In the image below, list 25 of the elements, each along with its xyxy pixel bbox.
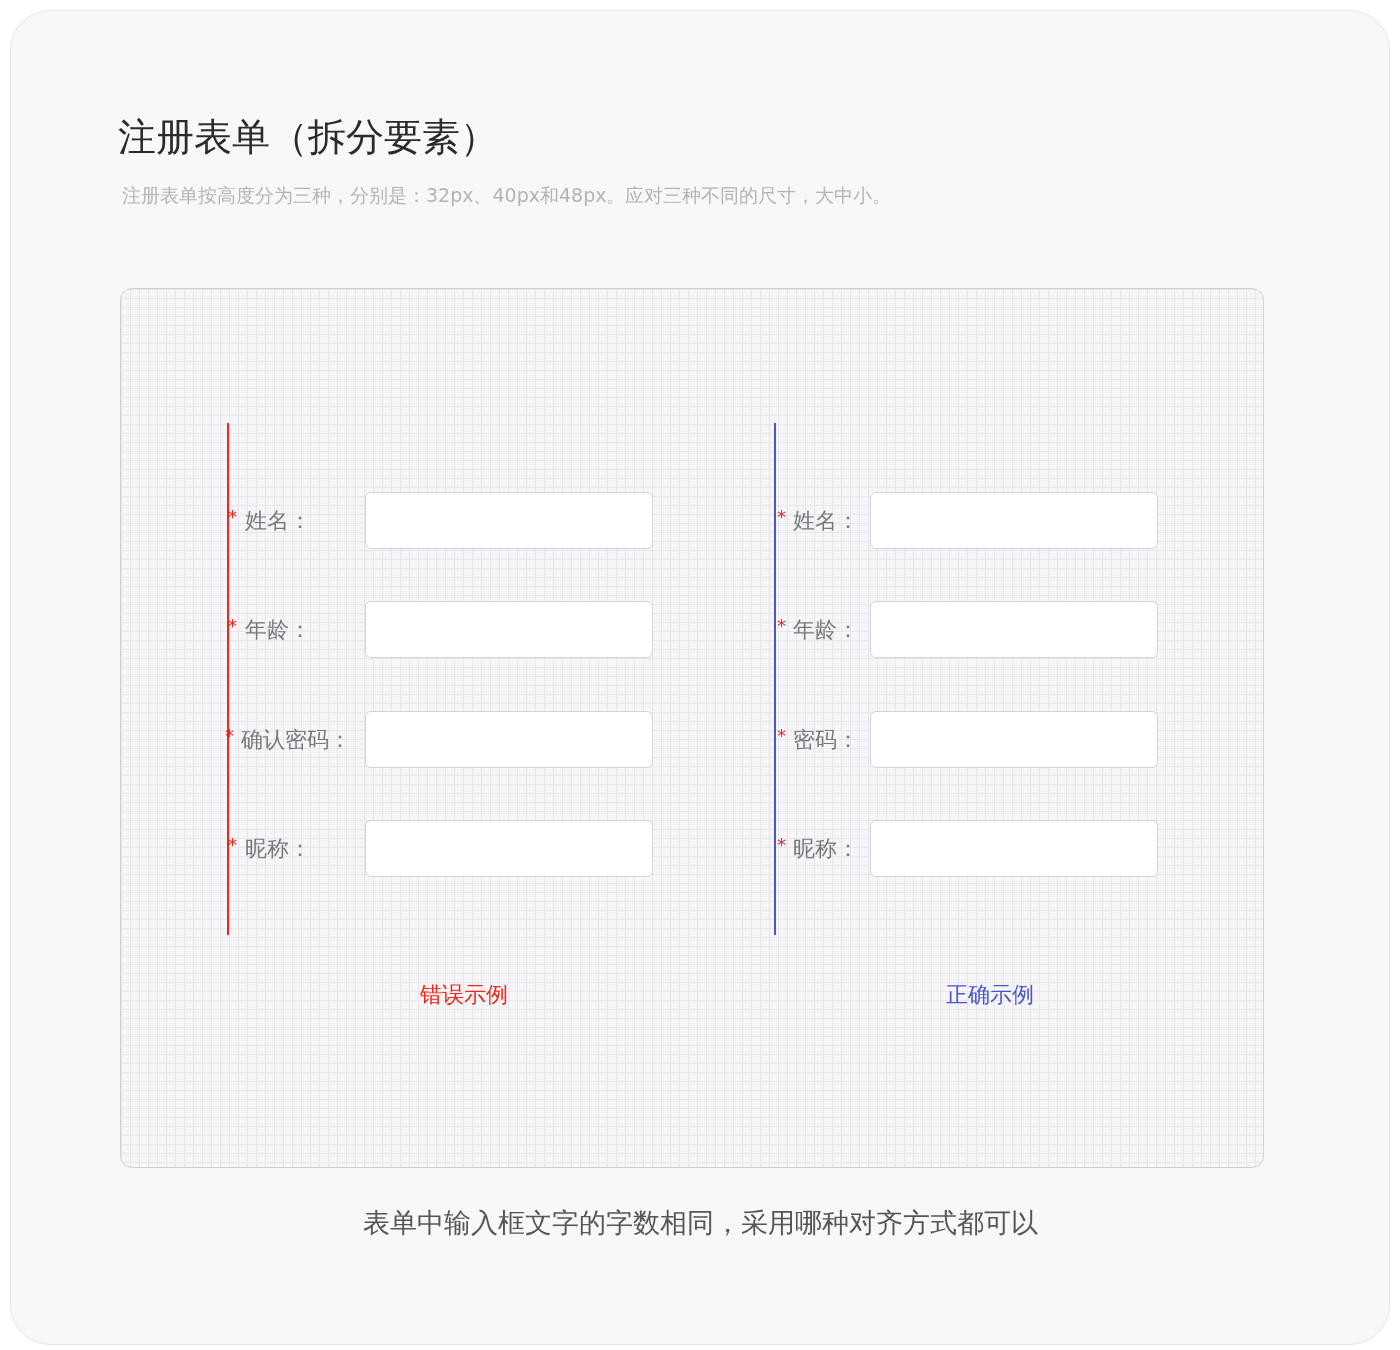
input-field [870,820,1158,877]
subtitle-text: 注册表单按高度分为三种，分别是：32px、40px和48px。应对三种不同的尺寸，大中小。 [122,183,892,208]
field-label: 姓名： [245,507,311,535]
field-label: 姓名： [793,507,859,535]
required-mark: * [777,507,786,527]
caption-text: 表单中输入框文字的字数相同，采用哪种对齐方式都可以 [361,1206,1039,1240]
field-label: 密码： [793,726,859,754]
title-text: 注册表单（拆分要素） [118,114,498,161]
input-field [365,601,653,658]
input-field [870,711,1158,768]
input-field [870,601,1158,658]
input-field [365,820,653,877]
field-label: 昵称： [793,835,859,863]
required-mark: * [777,616,786,636]
input-field [365,492,653,549]
input-field [365,711,653,768]
required-mark: * [777,835,786,855]
field-label: 年龄： [245,616,311,644]
input-field [870,492,1158,549]
example-label: 正确示例 [946,981,1034,1009]
field-label: 确认密码： [241,726,351,754]
example-label: 错误示例 [420,981,508,1009]
required-mark: * [777,726,786,746]
field-label: 年龄： [793,616,859,644]
field-label: 昵称： [245,835,311,863]
